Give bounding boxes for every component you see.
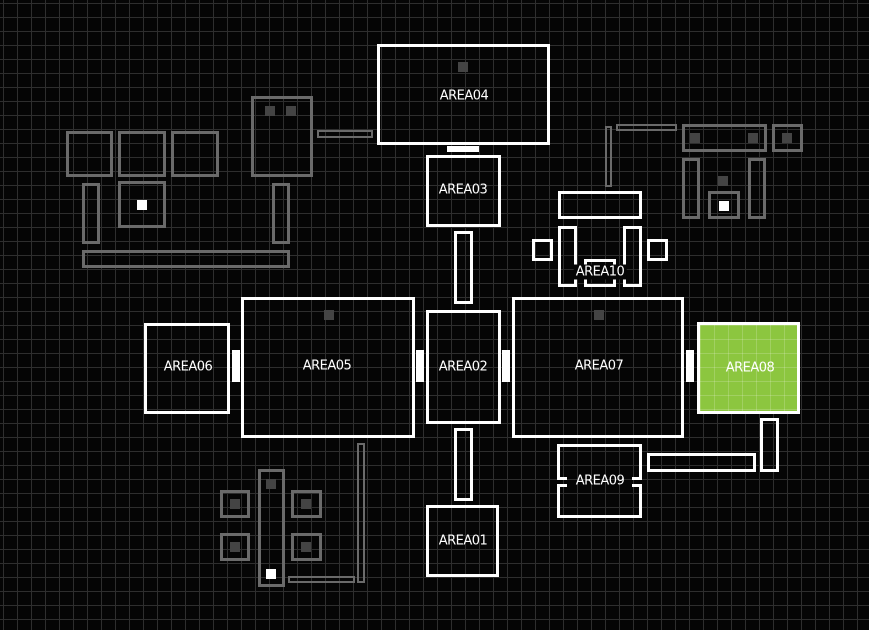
inactive-room <box>66 131 113 177</box>
inactive-room <box>171 131 219 177</box>
camera-marker <box>594 310 604 320</box>
inactive-wall <box>272 183 290 244</box>
area01-room[interactable] <box>426 505 499 577</box>
inactive-corridor <box>82 250 290 268</box>
area08-label: AREA08 <box>725 360 775 376</box>
inactive-corridor <box>357 443 365 583</box>
area09-label: AREA09 <box>575 473 625 489</box>
inactive-corridor <box>288 576 355 583</box>
area03-room[interactable] <box>426 155 501 227</box>
inactive-room <box>118 181 166 228</box>
camera-marker <box>782 133 792 143</box>
inactive-room <box>772 124 803 152</box>
camera-marker <box>286 106 296 116</box>
inactive-room <box>220 490 250 518</box>
area10-block <box>647 239 668 261</box>
camera-marker <box>458 62 468 72</box>
inactive-room <box>291 490 322 518</box>
player-marker-icon <box>266 569 276 579</box>
area07-room[interactable] <box>512 297 684 438</box>
area05-label: AREA05 <box>302 358 352 374</box>
door <box>447 146 479 152</box>
area01-label: AREA01 <box>438 533 488 549</box>
player-marker-icon <box>719 201 729 211</box>
camera-marker <box>301 499 311 509</box>
door <box>502 350 510 382</box>
inactive-wall <box>748 158 766 219</box>
area09-room-bottom[interactable] <box>557 484 642 518</box>
corridor <box>647 453 756 472</box>
area08-room-selected[interactable] <box>697 322 800 414</box>
camera-marker <box>230 542 240 552</box>
inactive-room <box>220 533 250 561</box>
camera-marker <box>324 310 334 320</box>
inactive-wall <box>682 158 700 219</box>
area05-room[interactable] <box>241 297 415 438</box>
area07-label: AREA07 <box>574 358 624 374</box>
camera-marker <box>266 479 276 489</box>
inactive-room <box>708 191 740 219</box>
area02-room[interactable] <box>426 310 501 424</box>
corridor <box>454 231 473 304</box>
inactive-corridor <box>616 124 677 131</box>
area10-wall <box>623 226 642 287</box>
camera-marker <box>690 133 700 143</box>
wall <box>632 484 642 487</box>
area02-label: AREA02 <box>438 359 488 375</box>
door <box>416 350 424 382</box>
inactive-corridor <box>605 126 612 187</box>
inactive-room <box>291 533 322 561</box>
inactive-room <box>251 96 313 177</box>
area09-room-top[interactable] <box>557 444 642 479</box>
inactive-room <box>682 124 767 152</box>
corridor <box>454 428 473 501</box>
wall <box>557 484 567 487</box>
inactive-wall <box>82 183 100 244</box>
area06-room[interactable] <box>144 323 230 414</box>
area04-room[interactable] <box>377 44 550 145</box>
inactive-corridor <box>317 130 373 138</box>
wall <box>632 477 642 480</box>
camera-marker <box>230 499 240 509</box>
area03-label: AREA03 <box>438 182 488 198</box>
door <box>686 350 694 382</box>
area04-label: AREA04 <box>439 88 489 104</box>
door <box>232 350 240 382</box>
area10-block <box>532 239 553 261</box>
inactive-room <box>118 131 166 177</box>
camera-marker <box>748 133 758 143</box>
area06-label: AREA06 <box>163 359 213 375</box>
area10-wall <box>558 191 642 219</box>
corridor <box>760 418 779 472</box>
inactive-corridor <box>258 469 285 587</box>
camera-marker <box>265 106 275 116</box>
camera-marker <box>718 176 728 186</box>
area10-wall <box>558 226 577 287</box>
player-marker-icon <box>137 200 147 210</box>
camera-marker <box>301 542 311 552</box>
wall <box>557 477 567 480</box>
area10-label: AREA10 <box>573 264 627 280</box>
